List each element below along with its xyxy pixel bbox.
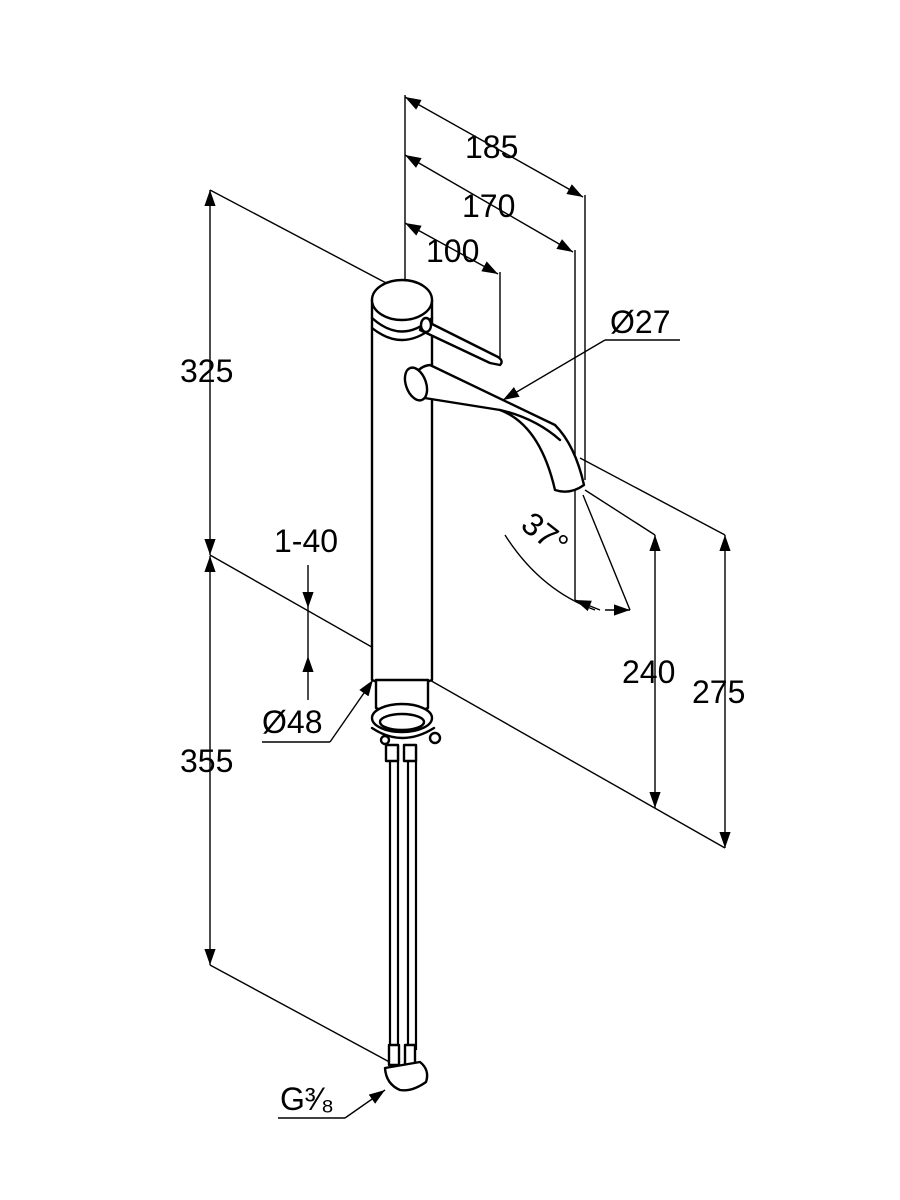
dimension-100: 100 [426, 233, 479, 269]
dimension-diameter-48: Ø48 [262, 704, 322, 740]
faucet-body [370, 278, 442, 746]
spout [403, 363, 586, 493]
dimension-325: 325 [180, 353, 233, 389]
dimension-240: 240 [622, 654, 675, 690]
dimension-lines [204, 96, 731, 1119]
dimension-labels: 185 170 100 Ø27 325 37° 1-40 240 275 Ø48… [180, 129, 745, 1117]
extension-lines [209, 95, 726, 1066]
dimension-diameter-27: Ø27 [610, 304, 670, 340]
dimension-170: 170 [462, 188, 515, 224]
dimension-angle-37: 37° [515, 505, 575, 563]
dimension-1-40: 1-40 [274, 523, 338, 559]
lever-handle [418, 316, 503, 367]
dimension-355: 355 [180, 743, 233, 779]
supply-hoses [383, 743, 429, 1092]
dimension-275: 275 [692, 674, 745, 710]
thread-size-label: G³⁄₈ [280, 1081, 334, 1117]
dimension-185: 185 [465, 129, 518, 165]
